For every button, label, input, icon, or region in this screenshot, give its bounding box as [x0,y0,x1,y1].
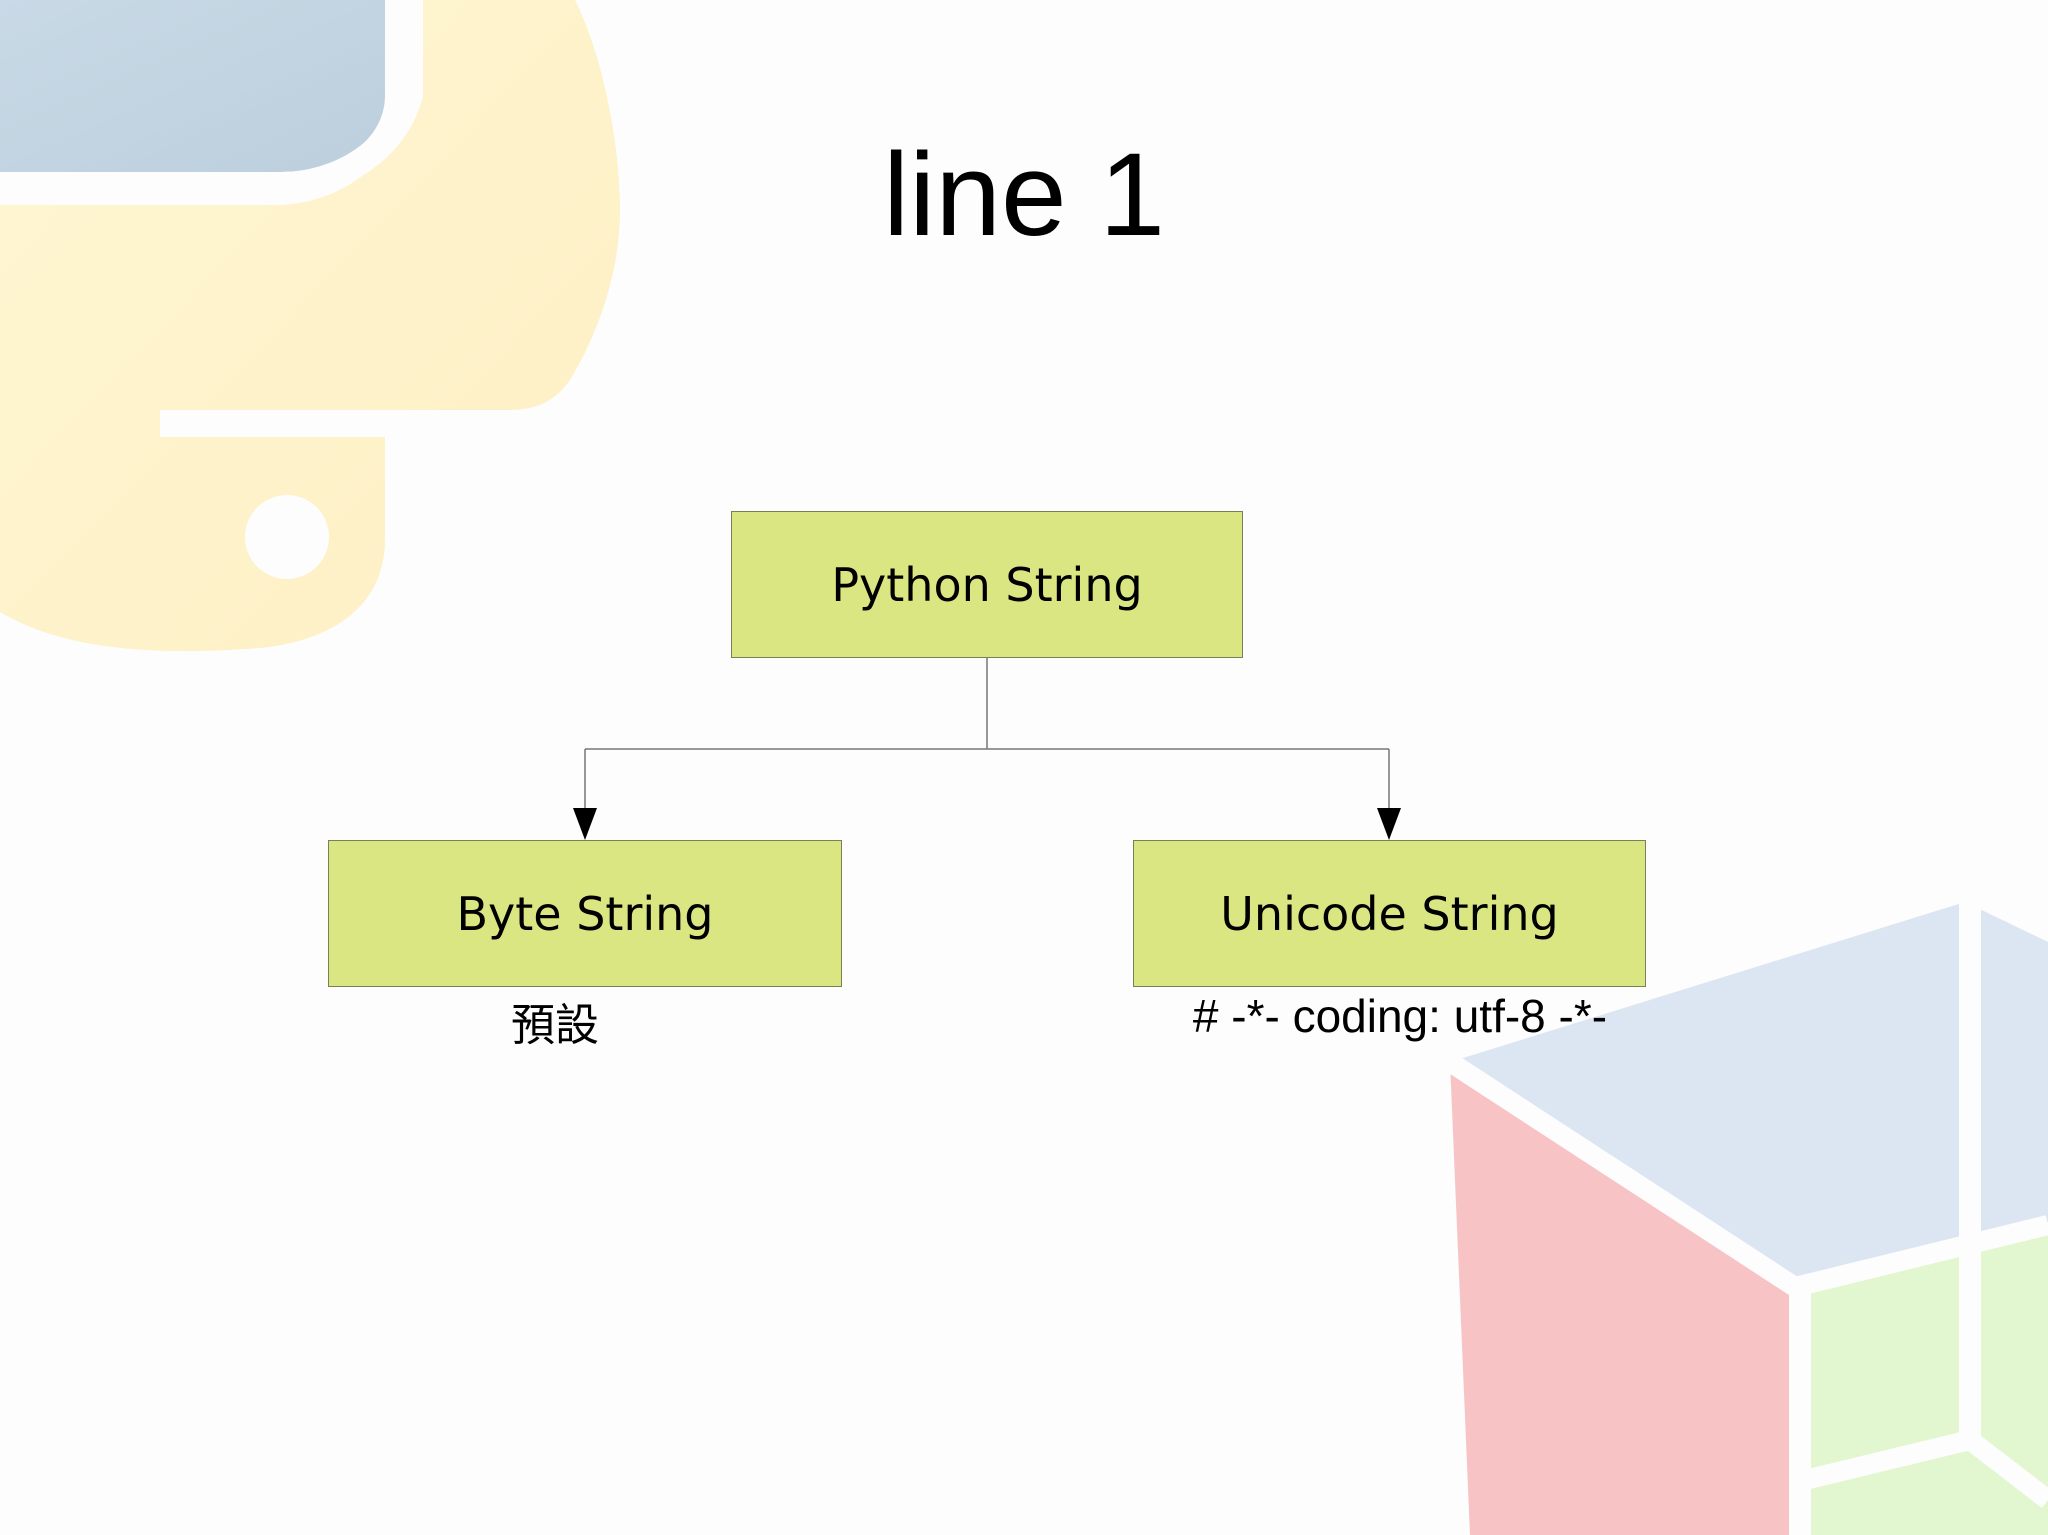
unicode-string-note: # -*- coding: utf-8 -*- [1192,990,1608,1042]
slide-title: line 1 [882,129,1166,261]
arrowhead-right-icon [1377,808,1401,840]
arrowhead-left-icon [573,808,597,840]
byte-string-box: Byte String [328,840,842,987]
cube-icon [1444,900,2048,1535]
byte-string-label: Byte String [456,886,714,941]
unicode-string-box: Unicode String [1133,840,1646,987]
byte-string-note: 預設 [511,1000,599,1051]
python-logo-icon [0,0,620,652]
python-string-box: Python String [731,511,1243,658]
python-string-label: Python String [831,557,1143,612]
unicode-string-label: Unicode String [1220,886,1559,941]
